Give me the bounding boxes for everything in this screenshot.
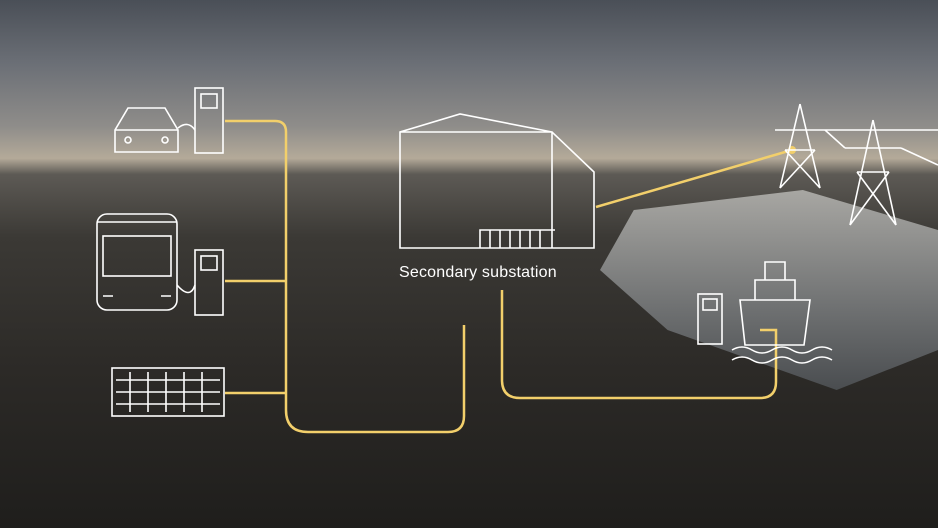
car-charger-icon xyxy=(114,87,224,154)
battery-storage-icon xyxy=(111,367,225,417)
line-substation-to-grid xyxy=(595,148,793,209)
line-substation-to-ship xyxy=(500,290,778,400)
ship-charger-icon xyxy=(697,261,833,364)
line-car-to-substation xyxy=(225,119,466,434)
connection-lines xyxy=(225,119,793,434)
substation-building-icon xyxy=(399,113,595,249)
bus-charger-icon xyxy=(96,213,224,316)
power-tower-icon xyxy=(775,103,938,226)
substation-label: Secondary substation xyxy=(399,264,557,281)
